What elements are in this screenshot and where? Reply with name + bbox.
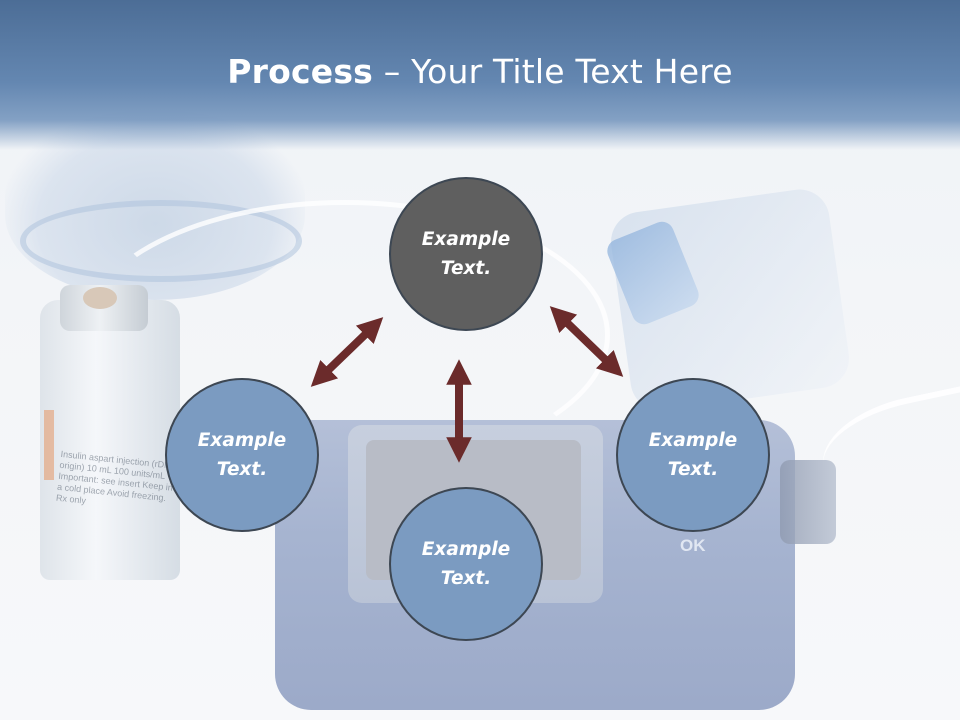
slide-title-bold: Process bbox=[227, 52, 374, 91]
title-band bbox=[0, 0, 960, 150]
node-right-label: Example Text. bbox=[633, 426, 753, 484]
arrow-top-left bbox=[310, 317, 384, 387]
arrow-top-right bbox=[549, 306, 624, 377]
node-top-line1: Example bbox=[421, 229, 511, 250]
node-bottom-line2: Text. bbox=[440, 568, 492, 589]
node-bottom: Example Text. bbox=[389, 487, 543, 641]
node-left-line2: Text. bbox=[216, 459, 268, 480]
slide-title-rest: – Your Title Text Here bbox=[373, 52, 733, 91]
node-left-line1: Example bbox=[197, 430, 287, 451]
node-left: Example Text. bbox=[165, 378, 319, 532]
node-left-label: Example Text. bbox=[182, 426, 302, 484]
node-right-line1: Example bbox=[648, 430, 738, 451]
node-top: Example Text. bbox=[389, 177, 543, 331]
node-right: Example Text. bbox=[616, 378, 770, 532]
node-bottom-line1: Example bbox=[421, 539, 511, 560]
slide-title: Process – Your Title Text Here bbox=[0, 52, 960, 91]
node-top-label: Example Text. bbox=[406, 225, 526, 283]
node-top-line2: Text. bbox=[440, 258, 492, 279]
node-bottom-label: Example Text. bbox=[406, 535, 526, 593]
node-right-line2: Text. bbox=[667, 459, 719, 480]
